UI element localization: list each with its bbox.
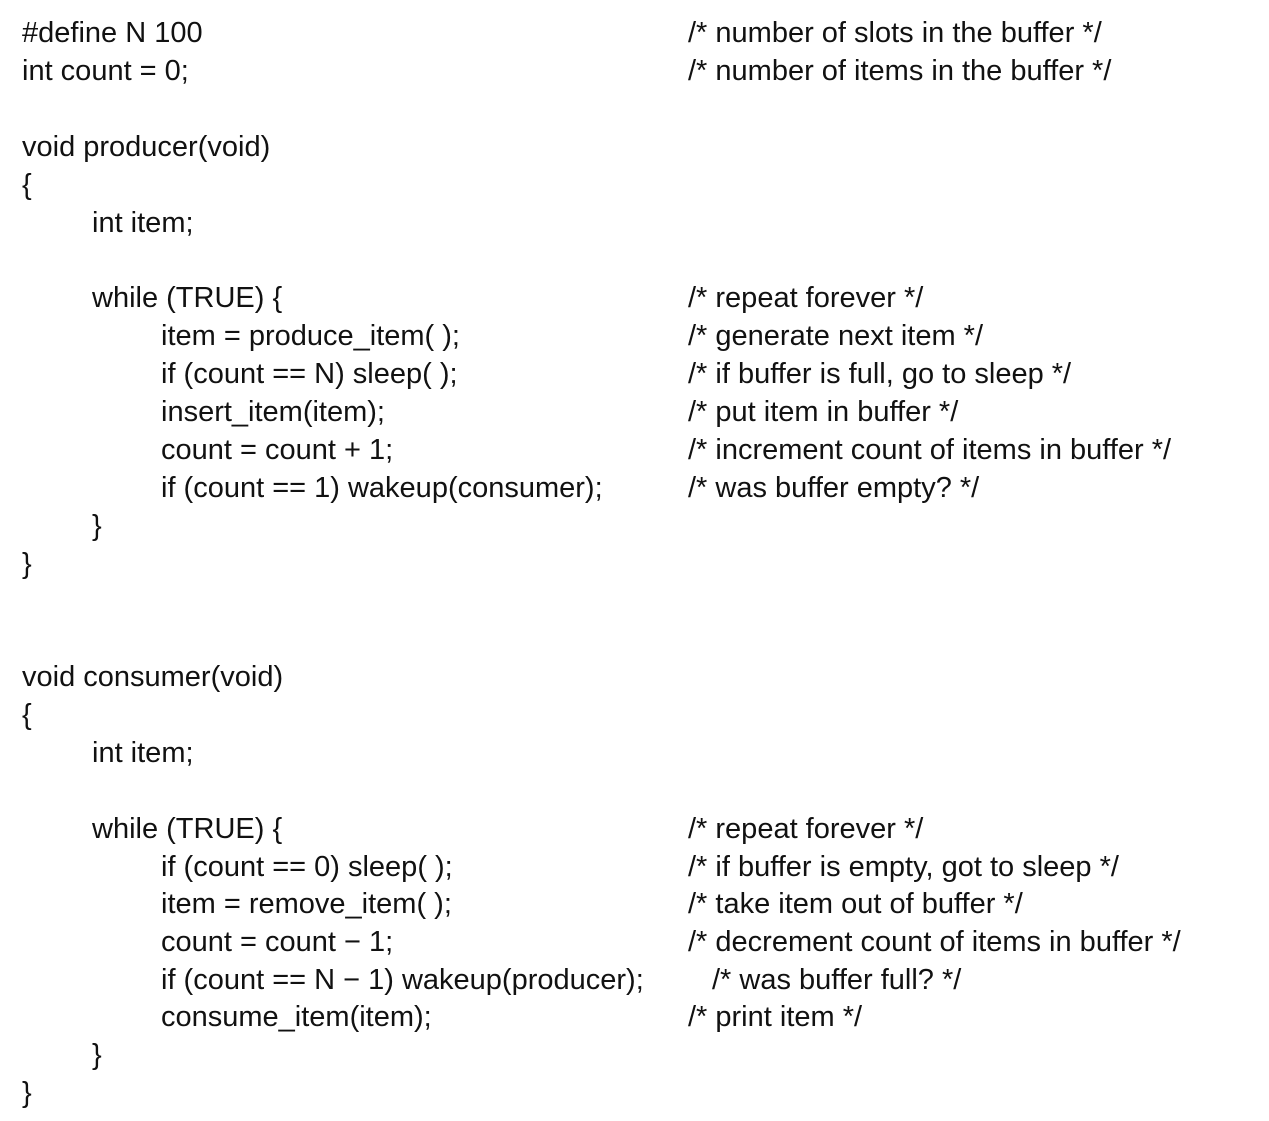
code-line: void consumer(void) xyxy=(0,658,1269,696)
code-text: count = count − 1; xyxy=(161,926,394,958)
code-line: while (TRUE) { /* repeat forever */ xyxy=(0,810,1269,848)
code-line: int item; xyxy=(0,204,1269,242)
code-line: void producer(void) xyxy=(0,128,1269,166)
code-comment: /* generate next item */ xyxy=(688,320,983,352)
code-comment: /* if buffer is full, go to sleep */ xyxy=(688,358,1072,390)
code-text: int item; xyxy=(92,207,194,239)
code-text: void consumer(void) xyxy=(22,661,284,693)
code-comment: /* take item out of buffer */ xyxy=(688,888,1023,920)
code-text: } xyxy=(22,548,32,580)
code-text: { xyxy=(22,699,32,731)
code-comment: /* repeat forever */ xyxy=(688,282,924,314)
code-text: consume_item(item); xyxy=(161,1001,432,1033)
code-line: item = produce_item( ); /* generate next … xyxy=(0,317,1269,355)
code-text: while (TRUE) { xyxy=(92,813,283,845)
code-text: insert_item(item); xyxy=(161,396,385,428)
code-comment: /* was buffer empty? */ xyxy=(688,472,980,504)
code-line: } xyxy=(0,1036,1269,1074)
code-comment: /* increment count of items in buffer */ xyxy=(688,434,1172,466)
code-comment: /* number of slots in the buffer */ xyxy=(688,17,1102,49)
code-line: } xyxy=(0,507,1269,545)
code-line xyxy=(0,621,1269,659)
code-comment: /* number of items in the buffer */ xyxy=(688,55,1112,87)
code-comment: /* print item */ xyxy=(688,1001,863,1033)
code-line: consume_item(item); /* print item */ xyxy=(0,998,1269,1036)
code-text: #define N 100 xyxy=(22,17,203,49)
code-text: } xyxy=(92,1039,102,1071)
code-comment: /* if buffer is empty, got to sleep */ xyxy=(688,851,1119,883)
code-line: { xyxy=(0,696,1269,734)
code-line: if (count == N) sleep( ); /* if buffer is… xyxy=(0,355,1269,393)
code-text: item = remove_item( ); xyxy=(161,888,452,920)
code-text: count = count + 1; xyxy=(161,434,394,466)
code-comment: /* was buffer full? */ xyxy=(712,964,962,996)
code-text: if (count == 1) wakeup(consumer); xyxy=(161,472,603,504)
code-line: item = remove_item( ); /* take item out o… xyxy=(0,885,1269,923)
code-line: while (TRUE) { /* repeat forever */ xyxy=(0,279,1269,317)
code-line xyxy=(0,90,1269,128)
code-text: while (TRUE) { xyxy=(92,282,283,314)
code-line: int item; xyxy=(0,734,1269,772)
code-line: #define N 100 /* number of slots in the b… xyxy=(0,14,1269,52)
code-line: if (count == N − 1) wakeup(producer); /* … xyxy=(0,961,1269,999)
code-line xyxy=(0,583,1269,621)
code-text: void producer(void) xyxy=(22,131,271,163)
code-line: { xyxy=(0,166,1269,204)
code-line: if (count == 1) wakeup(consumer); /* was … xyxy=(0,469,1269,507)
code-text: if (count == 0) sleep( ); xyxy=(161,851,453,883)
code-text: int item; xyxy=(92,737,194,769)
code-line: count = count + 1; /* increment count of … xyxy=(0,431,1269,469)
code-text: if (count == N) sleep( ); xyxy=(161,358,458,390)
code-comment: /* repeat forever */ xyxy=(688,813,924,845)
code-comment: /* decrement count of items in buffer */ xyxy=(688,926,1181,958)
code-text: item = produce_item( ); xyxy=(161,320,460,352)
code-line: int count = 0; /* number of items in the … xyxy=(0,52,1269,90)
code-line xyxy=(0,772,1269,810)
code-line: count = count − 1; /* decrement count of … xyxy=(0,923,1269,961)
code-text: } xyxy=(22,1077,32,1109)
code-line: insert_item(item); /* put item in buffer … xyxy=(0,393,1269,431)
code-comment: /* put item in buffer */ xyxy=(688,396,959,428)
code-text: int count = 0; xyxy=(22,55,189,87)
code-line xyxy=(0,242,1269,280)
code-text: if (count == N − 1) wakeup(producer); xyxy=(161,964,644,996)
code-line: if (count == 0) sleep( ); /* if buffer is… xyxy=(0,848,1269,886)
code-line: } xyxy=(0,545,1269,583)
code-line: } xyxy=(0,1074,1269,1112)
code-text: { xyxy=(22,169,32,201)
code-text: } xyxy=(92,510,102,542)
